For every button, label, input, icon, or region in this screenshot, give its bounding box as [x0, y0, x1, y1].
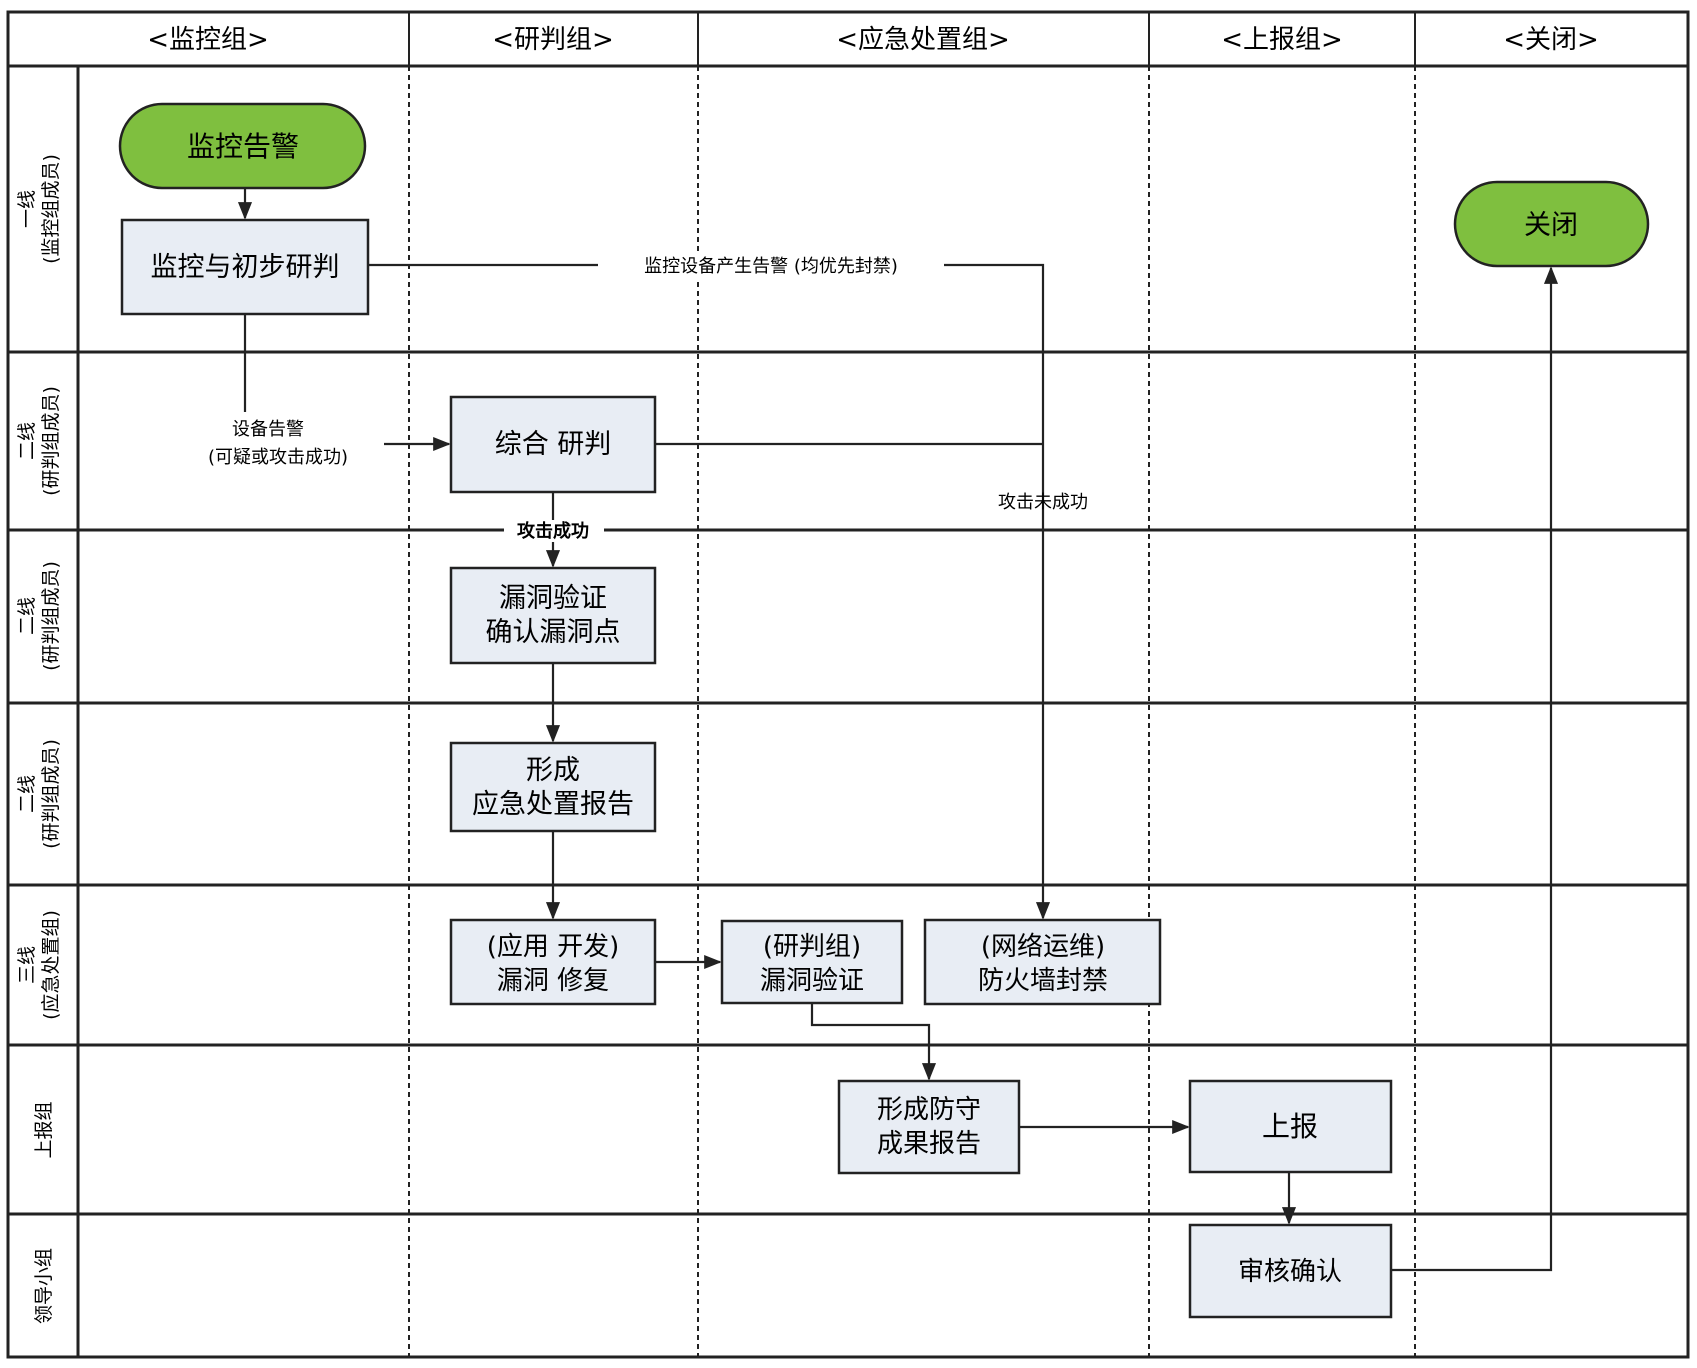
node-defense-result-report: 形成防守 成果报告 — [837, 1079, 1021, 1175]
svg-text:监控与初步研判: 监控与初步研判 — [151, 252, 340, 283]
svg-text:三线: 三线 — [16, 946, 38, 984]
svg-text:(研判组成员): (研判组成员) — [40, 739, 62, 849]
column-header-judge: <研判组> — [492, 25, 614, 55]
svg-text:漏洞验证: 漏洞验证 — [499, 583, 607, 614]
edge-label-attack-success: 攻击成功 — [517, 520, 589, 542]
svg-text:二线: 二线 — [16, 422, 38, 460]
node-submit-report: 上报 — [1188, 1079, 1393, 1174]
column-headers: <监控组> <研判组> <应急处置组> <上报组> <关闭> — [147, 25, 1599, 55]
svg-text:漏洞 修复: 漏洞 修复 — [497, 966, 609, 996]
lane-label-l5: 三线 (应急处置组) — [16, 910, 62, 1020]
edges — [237, 188, 1559, 1272]
column-header-report: <上报组> — [1221, 25, 1343, 55]
node-judge-group-verify: (研判组) 漏洞验证 — [720, 919, 904, 1005]
lane-dividers — [8, 350, 1688, 1216]
svg-text:一线: 一线 — [16, 190, 38, 228]
svg-text:(应急处置组): (应急处置组) — [40, 910, 62, 1020]
lane-label-l3: 二线 (研判组成员) — [16, 561, 62, 671]
node-app-dev-fix: (应用 开发) 漏洞 修复 — [449, 918, 657, 1006]
svg-text:漏洞验证: 漏洞验证 — [760, 966, 864, 996]
svg-text:关闭: 关闭 — [1524, 210, 1578, 241]
svg-text:二线: 二线 — [16, 775, 38, 813]
diagram-frame — [6, 10, 1690, 1359]
svg-text:综合 研判: 综合 研判 — [495, 429, 612, 460]
lane-label-l2: 二线 (研判组成员) — [16, 386, 62, 496]
edge-judge-verify-to-defense-report — [810, 1003, 937, 1081]
svg-text:成果报告: 成果报告 — [877, 1129, 981, 1159]
edge-label-device-alert-line2: (可疑或攻击成功) — [208, 447, 348, 468]
lane-label-l7: 领导小组 — [33, 1248, 55, 1324]
svg-text:(应用 开发): (应用 开发) — [487, 932, 620, 962]
edge-monitor-judge-to-firewall — [368, 263, 1051, 920]
node-firewall-block: (网络运维) 防火墙封禁 — [923, 918, 1162, 1006]
node-review-confirm: 审核确认 — [1188, 1223, 1393, 1319]
node-vuln-verify: 漏洞验证 确认漏洞点 — [449, 566, 657, 665]
svg-text:(研判组成员): (研判组成员) — [40, 561, 62, 671]
node-monitor-alert: 监控告警 — [118, 102, 367, 190]
lane-label-l6: 上报组 — [33, 1101, 55, 1158]
svg-text:上报组: 上报组 — [33, 1101, 55, 1158]
edge-labels: 设备告警 (可疑或攻击成功) 监控设备产生告警 (均优先封禁) 攻击未成功 攻击… — [208, 254, 1088, 542]
column-header-emergency: <应急处置组> — [836, 25, 1010, 55]
svg-text:(监控组成员): (监控组成员) — [40, 154, 62, 264]
column-header-close: <关闭> — [1503, 25, 1599, 55]
svg-text:防火墙封禁: 防火墙封禁 — [978, 966, 1108, 996]
node-close: 关闭 — [1453, 180, 1650, 268]
lane-label-l1: 一线 (监控组成员) — [16, 154, 62, 264]
lane-labels: 一线 (监控组成员) 二线 (研判组成员) 二线 (研判组成员) 二线 (研判组… — [16, 154, 62, 1324]
edge-label-priority-block: 监控设备产生告警 (均优先封禁) — [644, 256, 898, 277]
svg-text:(网络运维): (网络运维) — [981, 932, 1105, 962]
svg-text:形成: 形成 — [526, 755, 580, 786]
node-comprehensive-judge: 综合 研判 — [449, 395, 657, 494]
lane-label-l4: 二线 (研判组成员) — [16, 739, 62, 849]
svg-text:监控告警: 监控告警 — [187, 130, 299, 163]
svg-text:应急处置报告: 应急处置报告 — [472, 789, 634, 820]
column-dividers — [408, 12, 1416, 1357]
svg-text:形成防守: 形成防守 — [877, 1095, 981, 1125]
svg-text:(研判组): (研判组) — [763, 932, 861, 962]
nodes: 监控告警 监控与初步研判 关闭 综合 研判 漏洞验证 确认漏洞点 形成 应急处置… — [118, 102, 1650, 1319]
node-form-emergency-report: 形成 应急处置报告 — [449, 741, 657, 833]
svg-text:(研判组成员): (研判组成员) — [40, 386, 62, 496]
svg-text:审核确认: 审核确认 — [1238, 1257, 1342, 1287]
column-header-monitor: <监控组> — [147, 25, 269, 55]
edge-label-bg-top — [598, 254, 944, 278]
svg-text:领导小组: 领导小组 — [33, 1248, 55, 1324]
edge-label-device-alert-line1: 设备告警 — [232, 419, 304, 440]
svg-text:二线: 二线 — [16, 597, 38, 635]
svg-text:确认漏洞点: 确认漏洞点 — [486, 617, 621, 648]
edge-label-bg-success — [504, 520, 604, 542]
node-monitor-and-initial-judge: 监控与初步研判 — [120, 218, 370, 316]
edge-label-attack-failed: 攻击未成功 — [998, 492, 1088, 513]
edge-review-to-close — [1391, 266, 1559, 1272]
svg-text:上报: 上报 — [1262, 1110, 1318, 1143]
